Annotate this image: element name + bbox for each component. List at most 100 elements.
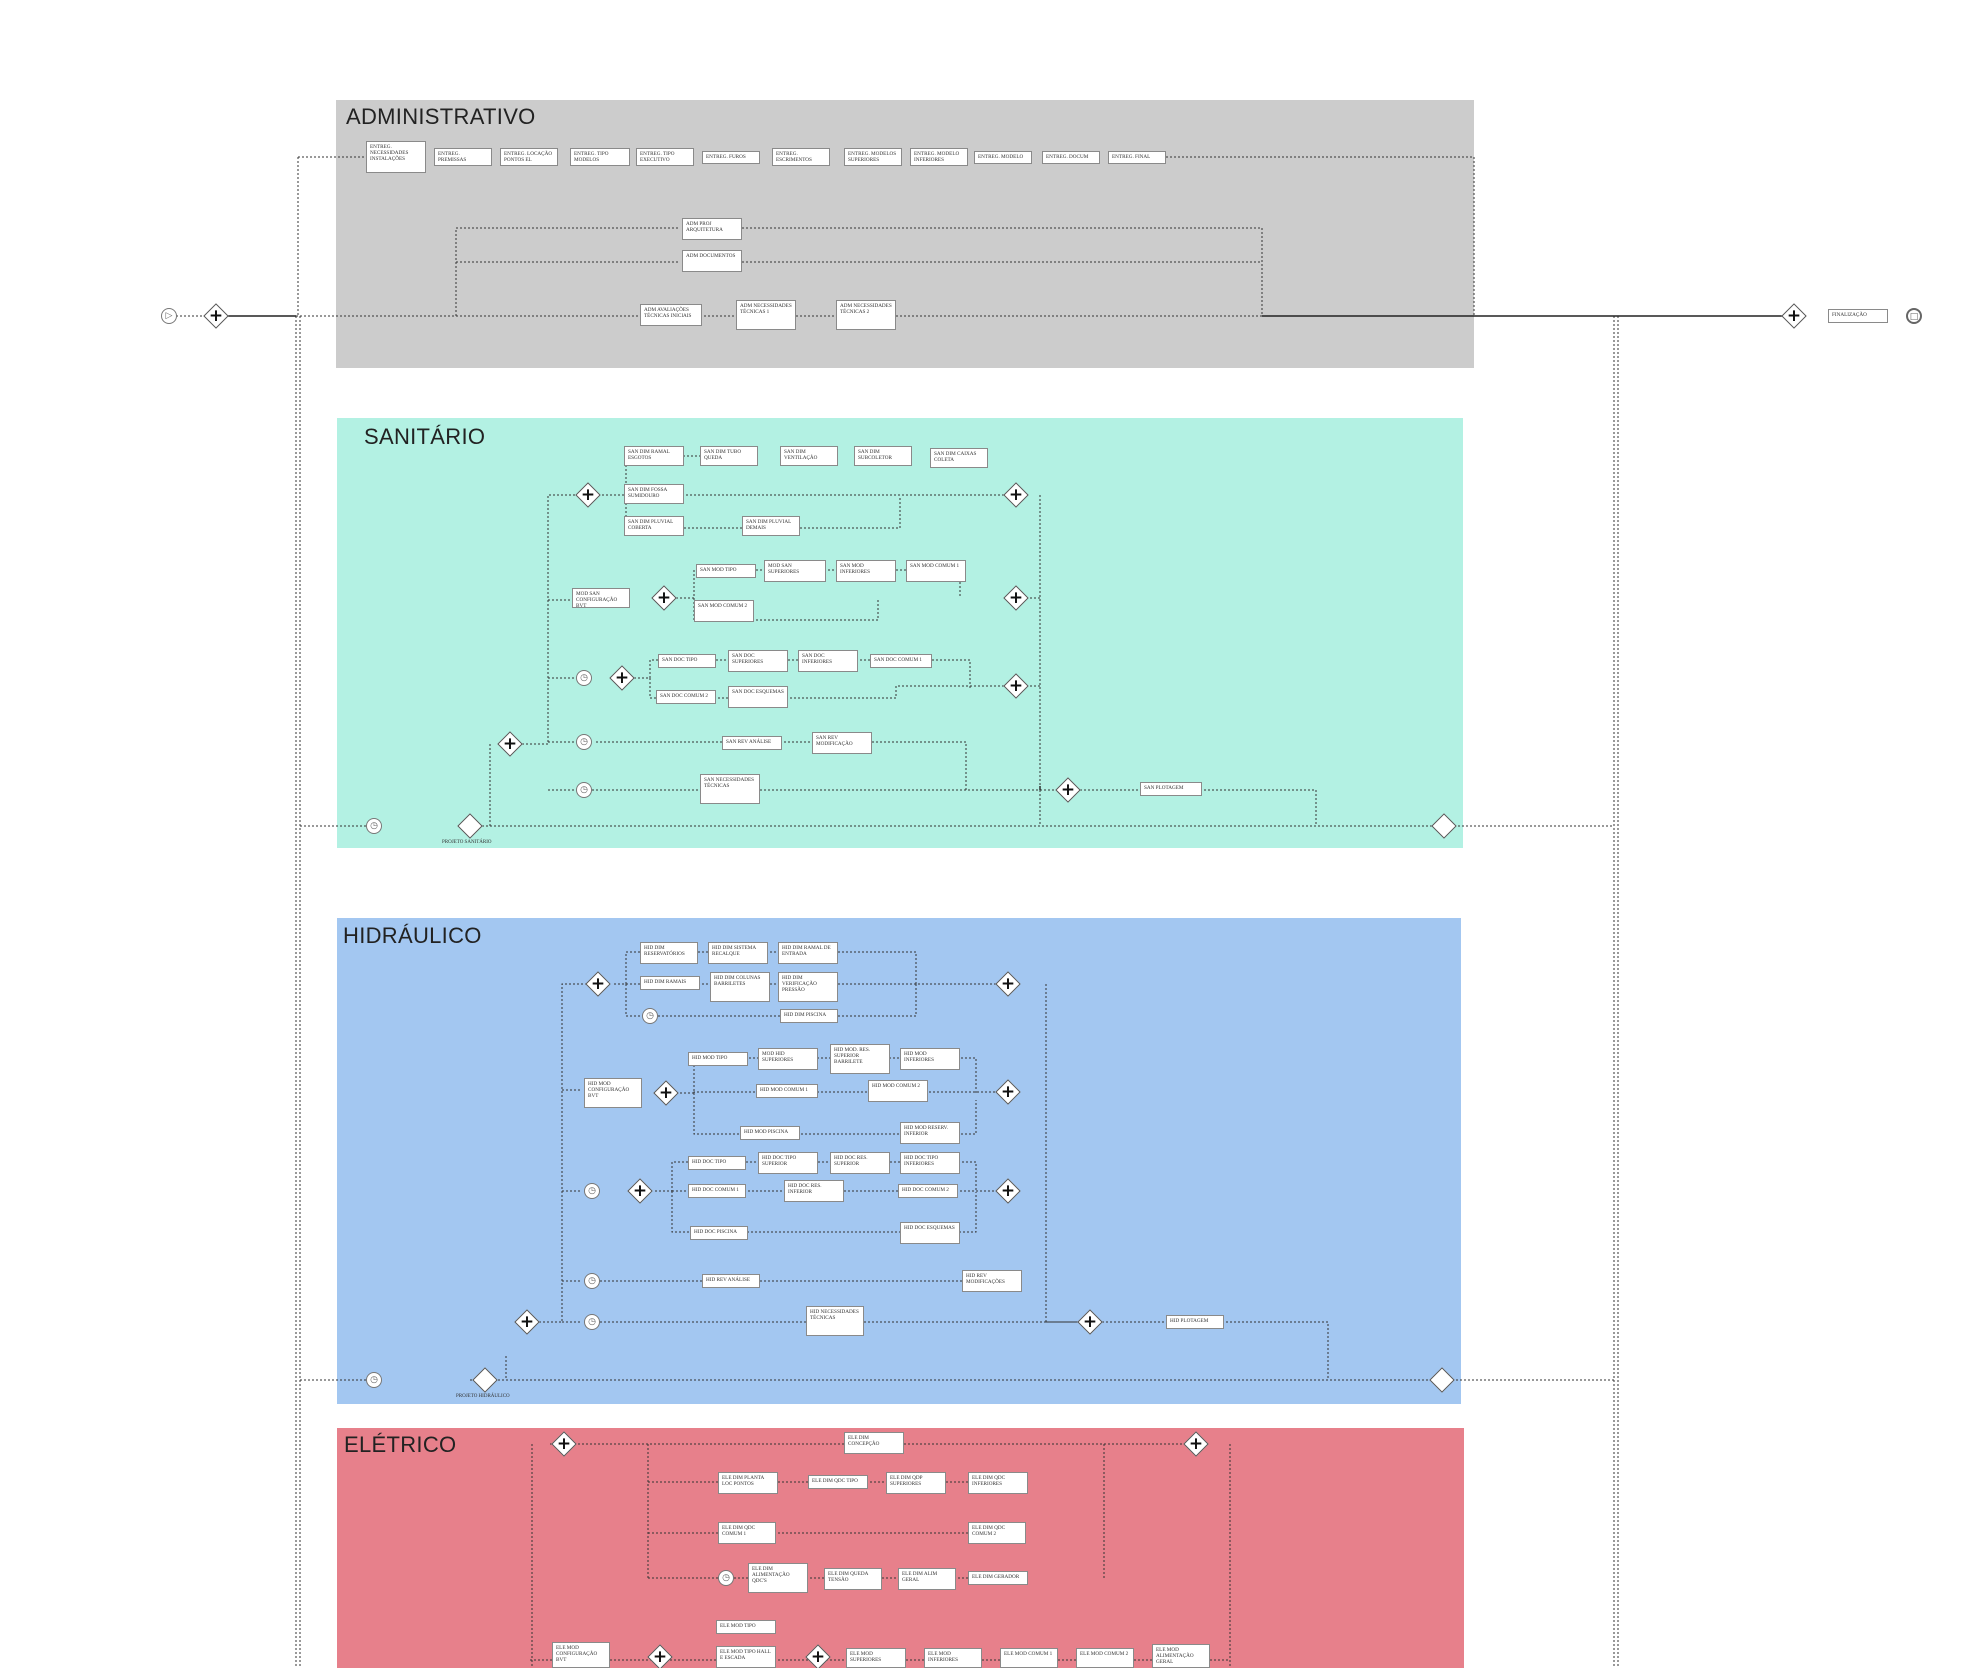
task-entreg-premissas[interactable]: ENTREG. PREMISSAS — [434, 148, 492, 166]
task-ele-dim-alimentacao[interactable]: ELE DIM ALIMENTAÇÃO QDC'S — [748, 1563, 808, 1593]
task-hid-dim-ramal-entrada[interactable]: HID DIM RAMAL DE ENTRADA — [778, 942, 838, 964]
san-parallel-gateway-doc-join[interactable]: + — [1003, 673, 1029, 699]
task-ele-dim-queda[interactable]: ELE DIM QUEDA TENSÃO — [824, 1568, 882, 1590]
san-parallel-gateway-final[interactable]: + — [1055, 777, 1081, 803]
task-hid-dim-piscina[interactable]: HID DIM PISCINA — [780, 1009, 838, 1023]
hid-parallel-gateway-dim[interactable]: + — [585, 971, 611, 997]
task-ele-mod-hall[interactable]: ELE MOD TIPO HALL E ESCADA — [716, 1646, 776, 1668]
task-hid-dim-colunas[interactable]: HID DIM COLUNAS BARRILETES — [710, 972, 770, 1002]
san-parallel-gateway-mod[interactable]: + — [651, 585, 677, 611]
task-ele-dim-alim-geral[interactable]: ELE DIM ALIM GERAL — [898, 1568, 956, 1590]
task-san-doc-comum-1[interactable]: SAN DOC COMUM 1 — [870, 654, 932, 668]
san-parallel-gateway-main[interactable]: + — [497, 731, 523, 757]
task-san-dim-pluvial-coberta[interactable]: SAN DIM PLUVIAL COBERTA — [624, 516, 684, 536]
task-adm-proj-arquitetura[interactable]: ADM PROJ ARQUITETURA — [682, 218, 742, 240]
task-hid-doc-res-inferior[interactable]: HID DOC RES. INFERIOR — [784, 1180, 844, 1202]
san-parallel-gateway-doc[interactable]: + — [609, 665, 635, 691]
task-ele-mod-comum-1[interactable]: ELE MOD COMUM 1 — [1000, 1648, 1058, 1668]
hid-parallel-gateway-mod[interactable]: + — [653, 1080, 679, 1106]
task-san-dim-pluvial-demais[interactable]: SAN DIM PLUVIAL DEMAIS — [742, 516, 800, 536]
task-san-dim-fossa[interactable]: SAN DIM FOSSA SUMIDOURO — [624, 484, 684, 504]
task-hid-doc-tipo[interactable]: HID DOC TIPO — [688, 1156, 746, 1170]
hid-parallel-gateway-mod-join[interactable]: + — [995, 1079, 1021, 1105]
task-ele-dim-qdc-inferiores[interactable]: ELE DIM QDC INFERIORES — [968, 1472, 1028, 1494]
san-timer-doc-icon[interactable]: ◷ — [576, 670, 592, 686]
task-ele-mod-config[interactable]: ELE MOD CONFIGURAÇÃO BVT — [552, 1642, 610, 1668]
hid-parallel-gateway-main[interactable]: + — [514, 1309, 540, 1335]
task-mod-san-superiores[interactable]: MOD SAN SUPERIORES — [764, 560, 826, 582]
hid-parallel-gateway-doc-join[interactable]: + — [995, 1178, 1021, 1204]
task-hid-necessidades[interactable]: HID NECESSIDADES TÉCNICAS — [806, 1306, 864, 1336]
ele-parallel-gateway-mod[interactable]: + — [647, 1644, 673, 1668]
hid-parallel-gateway-doc[interactable]: + — [627, 1178, 653, 1204]
task-hid-dim-ramais[interactable]: HID DIM RAMAIS — [640, 976, 700, 990]
hid-exclusive-gateway-end[interactable] — [1429, 1367, 1455, 1393]
task-entreg-modelo-inferiores[interactable]: ENTREG. MODELO INFERIORES — [910, 148, 968, 166]
parallel-gateway-start[interactable]: + — [203, 303, 229, 329]
start-event-icon[interactable]: ▷ — [161, 308, 177, 324]
task-ele-mod-tipo[interactable]: ELE MOD TIPO — [716, 1620, 776, 1634]
hid-parallel-gateway-final[interactable]: + — [1077, 1309, 1103, 1335]
hid-timer-start-icon[interactable]: ◷ — [366, 1372, 382, 1388]
task-entreg-tipo-executivo[interactable]: ENTREG. TIPO EXECUTIVO — [636, 148, 694, 166]
task-hid-doc-piscina[interactable]: HID DOC PISCINA — [690, 1226, 748, 1240]
task-hid-rev-analise[interactable]: HID REV ANÁLISE — [702, 1274, 760, 1288]
task-ele-dim-planta[interactable]: ELE DIM PLANTA LOC PONTOS — [718, 1472, 778, 1494]
task-san-necessidades[interactable]: SAN NECESSIDADES TÉCNICAS — [700, 774, 760, 804]
task-ele-mod-alimentacao[interactable]: ELE MOD ALIMENTAÇÃO GERAL — [1152, 1644, 1210, 1668]
san-exclusive-gateway-end[interactable] — [1431, 813, 1457, 839]
task-hid-rev-modificacoes[interactable]: HID REV MODIFICAÇÕES — [962, 1270, 1022, 1292]
task-hid-mod-tipo[interactable]: HID MOD TIPO — [688, 1052, 748, 1066]
task-hid-mod-piscina[interactable]: HID MOD PISCINA — [740, 1126, 800, 1140]
hid-timer-nec-icon[interactable]: ◷ — [584, 1314, 600, 1330]
task-san-dim-subcoletor[interactable]: SAN DIM SUBCOLETOR — [854, 446, 912, 466]
task-hid-mod-inferiores[interactable]: HID MOD INFERIORES — [900, 1048, 960, 1070]
task-ele-dim-qdc-comum-1[interactable]: ELE DIM QDC COMUM 1 — [718, 1522, 776, 1544]
hid-timer-doc-icon[interactable]: ◷ — [584, 1183, 600, 1199]
task-san-doc-inferiores[interactable]: SAN DOC INFERIORES — [798, 650, 858, 672]
task-ele-dim-concepcao[interactable]: ELE DIM CONCEPÇÃO — [844, 1432, 904, 1454]
parallel-gateway-end[interactable]: + — [1781, 303, 1807, 329]
task-hid-dim-verificacao[interactable]: HID DIM VERIFICAÇÃO PRESSÃO — [778, 972, 838, 1002]
task-san-mod-comum-2[interactable]: SAN MOD COMUM 2 — [694, 600, 754, 622]
san-timer-nec-icon[interactable]: ◷ — [576, 782, 592, 798]
san-timer-rev-icon[interactable]: ◷ — [576, 734, 592, 750]
task-entreg-docum[interactable]: ENTREG. DOCUM — [1042, 151, 1100, 164]
task-san-dim-ramal[interactable]: SAN DIM RAMAL ESGOTOS — [624, 446, 684, 466]
end-event-icon[interactable]: □ — [1906, 308, 1922, 324]
ele-parallel-gateway-mod-2[interactable]: + — [805, 1644, 831, 1668]
ele-parallel-gateway-dim[interactable]: + — [551, 1431, 577, 1457]
task-hid-doc-res-superior[interactable]: HID DOC RES. SUPERIOR — [830, 1152, 890, 1174]
task-san-doc-comum-2[interactable]: SAN DOC COMUM 2 — [656, 690, 716, 704]
task-adm-documentos[interactable]: ADM DOCUMENTOS — [682, 250, 742, 272]
task-san-mod-inferiores[interactable]: SAN MOD INFERIORES — [836, 560, 896, 582]
task-entreg-furos[interactable]: ENTREG. FUROS — [702, 151, 760, 164]
task-hid-dim-reservatorios[interactable]: HID DIM RESERVATÓRIOS — [640, 942, 698, 964]
task-san-doc-esquemas[interactable]: SAN DOC ESQUEMAS — [728, 686, 788, 708]
task-san-dim-tubo-queda[interactable]: SAN DIM TUBO QUEDA — [700, 446, 758, 466]
san-parallel-gateway-mod-join[interactable]: + — [1003, 585, 1029, 611]
task-ele-mod-comum-2[interactable]: ELE MOD COMUM 2 — [1076, 1648, 1134, 1668]
task-ele-mod-inferiores[interactable]: ELE MOD INFERIORES — [924, 1648, 982, 1668]
task-entreg-modelos-superiores[interactable]: ENTREG. MODELOS SUPERIORES — [844, 148, 902, 166]
ele-timer-alim-icon[interactable]: ◷ — [718, 1570, 734, 1586]
task-hid-doc-comum-1[interactable]: HID DOC COMUM 1 — [688, 1184, 746, 1198]
task-ele-dim-qdc-comum-2[interactable]: ELE DIM QDC COMUM 2 — [968, 1522, 1026, 1544]
task-ele-mod-superiores[interactable]: ELE MOD SUPERIORES — [846, 1648, 906, 1668]
task-san-plotagem[interactable]: SAN PLOTAGEM — [1140, 782, 1202, 796]
hid-exclusive-gateway[interactable] — [472, 1367, 498, 1393]
task-hid-plotagem[interactable]: HID PLOTAGEM — [1166, 1315, 1224, 1329]
task-hid-doc-tipo-superior[interactable]: HID DOC TIPO SUPERIOR — [758, 1152, 818, 1174]
task-entreg-tipo-modelos[interactable]: ENTREG. TIPO MODELOS — [570, 148, 630, 166]
task-entreg-necessidades[interactable]: ENTREG. NECESSIDADES INSTALAÇÕES — [366, 141, 426, 173]
task-hid-mod-comum-1[interactable]: HID MOD COMUM 1 — [756, 1084, 818, 1098]
task-ele-dim-gerador[interactable]: ELE DIM GERADOR — [968, 1571, 1028, 1585]
san-parallel-gateway-dim[interactable]: + — [575, 482, 601, 508]
task-san-dim-caixas[interactable]: SAN DIM CAIXAS COLETA — [930, 448, 988, 468]
task-san-mod-comum-1[interactable]: SAN MOD COMUM 1 — [906, 560, 966, 582]
task-mod-hid-superiores[interactable]: MOD HID SUPERIORES — [758, 1048, 818, 1070]
task-adm-necessidades-1[interactable]: ADM NECESSIDADES TÉCNICAS 1 — [736, 300, 796, 330]
san-timer-start-icon[interactable]: ◷ — [366, 818, 382, 834]
task-hid-mod-config[interactable]: HID MOD CONFIGURAÇÃO BVT — [584, 1078, 642, 1108]
ele-parallel-gateway-dim-join[interactable]: + — [1183, 1431, 1209, 1457]
